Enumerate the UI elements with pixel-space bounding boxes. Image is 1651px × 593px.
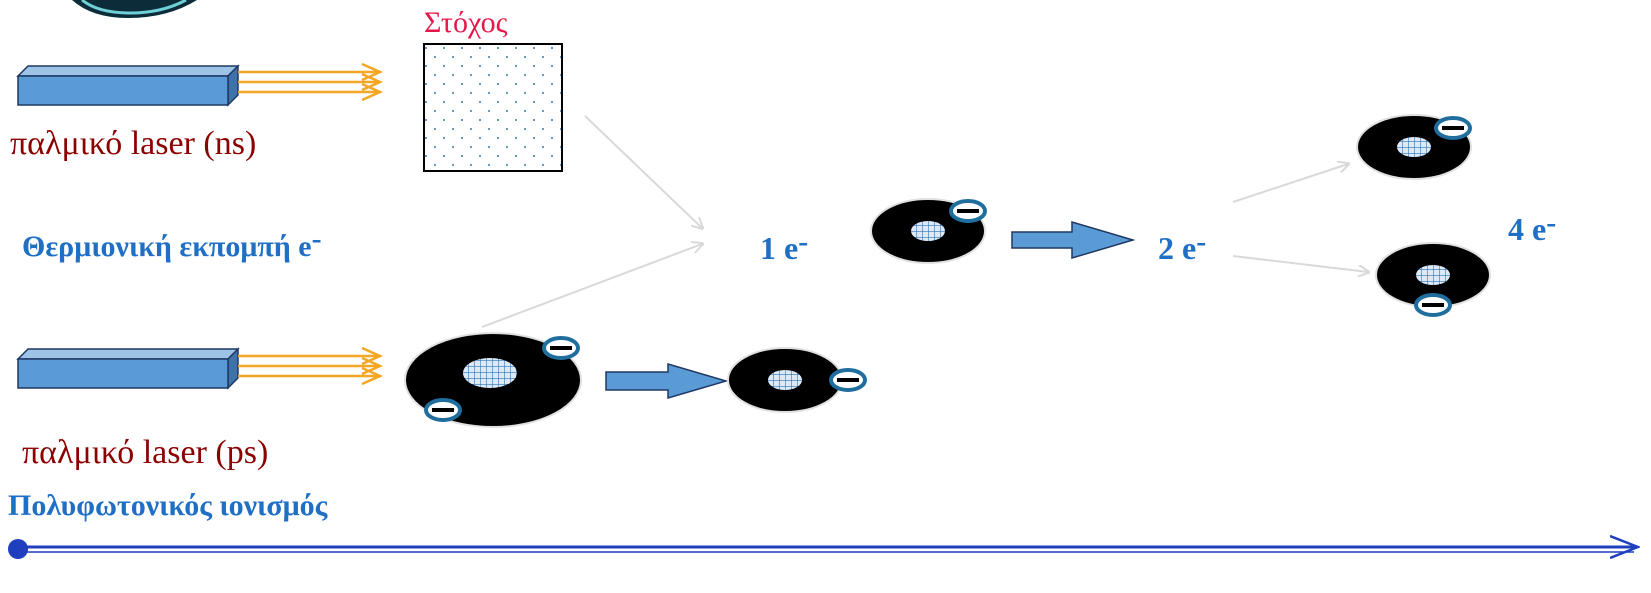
- thin-arrows: [481, 115, 1368, 328]
- time-axis-icon: [8, 539, 1638, 559]
- electron-icon: [829, 368, 867, 392]
- electron-count-1: 1 e-: [760, 225, 809, 266]
- laser-ps-beam: [238, 346, 384, 386]
- laser-ns-icon: [16, 64, 240, 107]
- electron-icon: [424, 398, 462, 422]
- laser-ns-beam: [238, 62, 384, 102]
- minus-sign: -: [1546, 206, 1557, 239]
- laser-ps-icon: [16, 347, 240, 390]
- minus-sign: -: [1196, 225, 1207, 258]
- minus-sign: -: [311, 222, 322, 255]
- multiphoton-ionization-label: Πολυφωτονικός ιονισμός: [8, 489, 328, 522]
- minus-sign: -: [798, 225, 809, 258]
- block-arrow-icon: [605, 362, 729, 400]
- logo-fragment: [72, 0, 197, 18]
- electron-count-4: 4 e-: [1508, 206, 1557, 247]
- thermionic-emission-label: Θερμιονική εκπομπή e-: [22, 222, 322, 263]
- target-label: Στόχος: [424, 6, 508, 39]
- electron-icon: [542, 336, 580, 360]
- electron-icon: [1434, 116, 1472, 140]
- atom-icon: [727, 347, 843, 413]
- laser-ps-label: παλμικό laser (ps): [22, 434, 269, 471]
- electron-count-2: 2 e-: [1158, 225, 1207, 266]
- target-icon: [423, 43, 563, 172]
- electron-icon: [1414, 293, 1452, 317]
- electron-icon: [949, 199, 987, 223]
- block-arrow-icon: [1011, 220, 1136, 260]
- laser-ns-label: παλμικό laser (ns): [10, 125, 257, 162]
